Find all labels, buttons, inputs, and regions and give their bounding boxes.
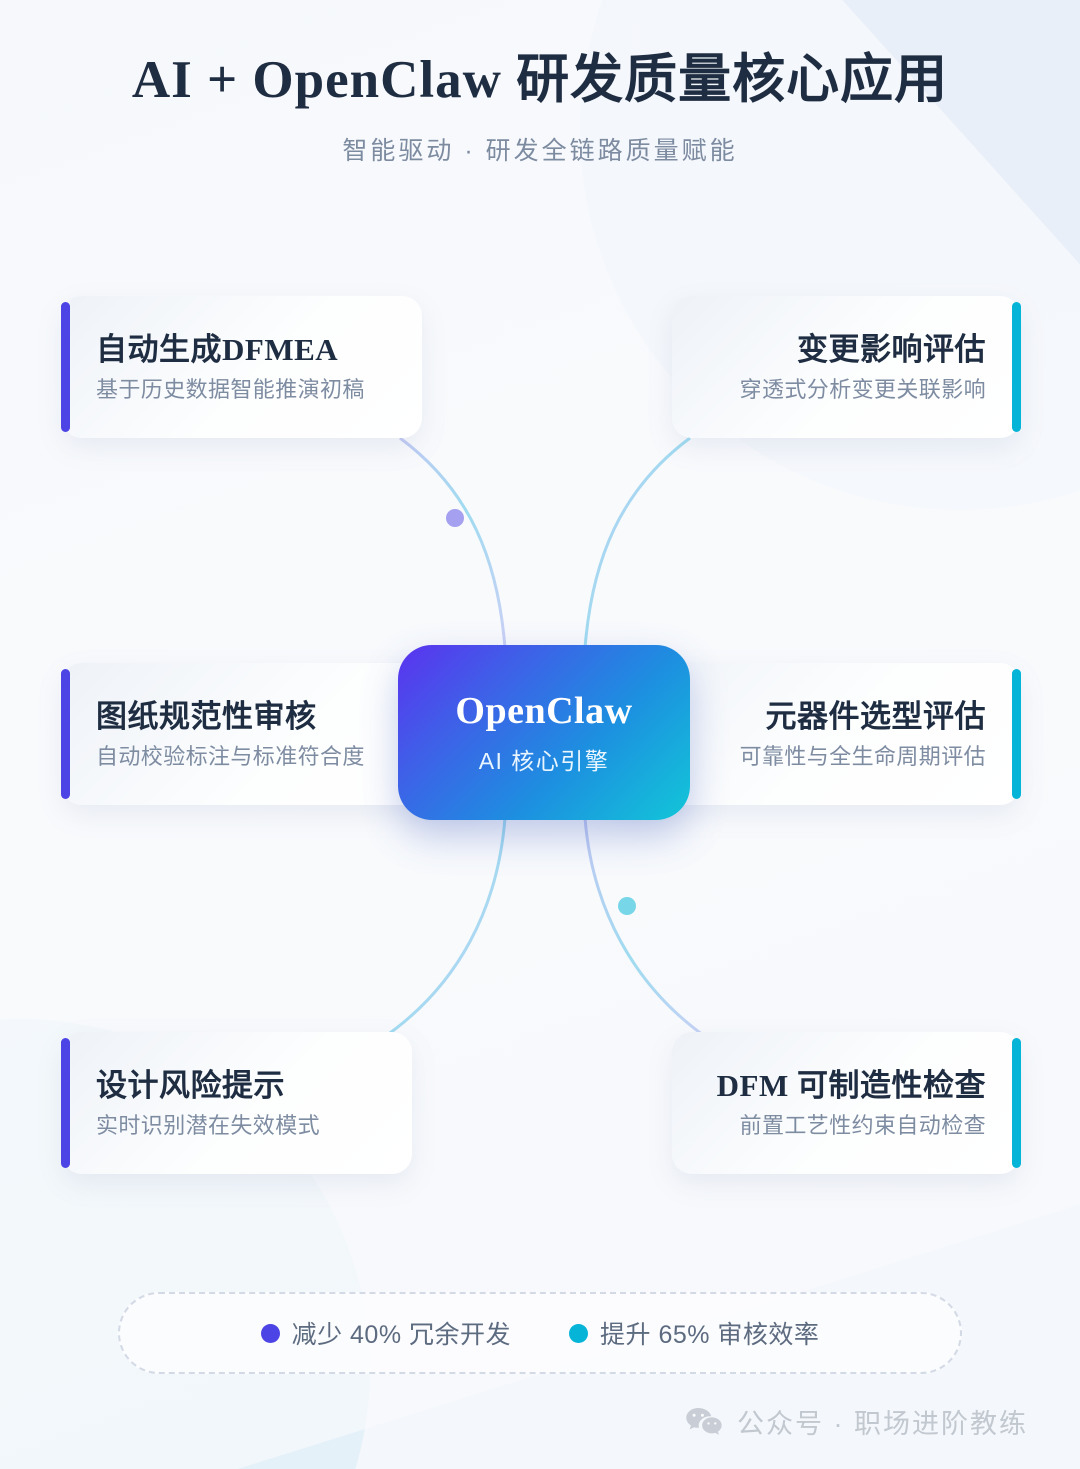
card-description: 自动校验标注与标准符合度 [96,743,365,769]
accent-bar-cyan [1012,1038,1021,1168]
card-title: DFM 可制造性检查 [716,1067,986,1103]
card-description: 实时识别潜在失效模式 [96,1112,321,1138]
page-title: AI + OpenClaw 研发质量核心应用 [131,51,949,109]
feature-card-dfm-check[interactable]: DFM 可制造性检查 前置工艺性约束自动检查 [672,1032,1021,1174]
stat-item-reduce: 减少 40% 冗余开发 [260,1315,511,1351]
accent-bar-purple [61,669,70,799]
core-engine-name: OpenClaw [455,690,633,732]
core-engine-role: AI 核心引擎 [478,748,610,774]
header: AI + OpenClaw 研发质量核心应用 智能驱动 · 研发全链路质量赋能 [0,0,1080,167]
card-title: 设计风险提示 [96,1067,285,1103]
card-description: 前置工艺性约束自动检查 [739,1112,986,1138]
card-title: 变更影响评估 [797,331,986,367]
page-subtitle: 智能驱动 · 研发全链路质量赋能 [342,136,738,165]
card-description: 基于历史数据智能推演初稿 [96,376,365,402]
feature-card-dfmea[interactable]: 自动生成DFMEA 基于历史数据智能推演初稿 [61,296,422,438]
feature-card-change-impact[interactable]: 变更影响评估 穿透式分析变更关联影响 [672,296,1021,438]
stat-label: 减少 40% 冗余开发 [291,1321,511,1349]
card-description: 可靠性与全生命周期评估 [739,743,986,769]
stat-label: 提升 65% 审核效率 [600,1321,820,1349]
footer-attribution: 公众号 · 职场进阶教练 [685,1402,1028,1441]
accent-bar-cyan [1012,669,1021,799]
stats-bar: 减少 40% 冗余开发 提升 65% 审核效率 [118,1292,962,1374]
accent-bar-cyan [1012,302,1021,432]
card-title: 元器件选型评估 [765,698,986,734]
accent-bar-purple [61,302,70,432]
connector-dot-cyan [618,897,636,915]
core-engine-node[interactable]: OpenClaw AI 核心引擎 [398,645,690,820]
stat-item-improve: 提升 65% 审核效率 [569,1315,819,1351]
card-title: 自动生成DFMEA [96,331,339,367]
card-title: 图纸规范性审核 [96,698,317,734]
card-description: 穿透式分析变更关联影响 [739,376,986,402]
wechat-icon [686,1407,722,1435]
feature-card-design-risk[interactable]: 设计风险提示 实时识别潜在失效模式 [61,1032,412,1174]
stat-dot-cyan-icon [569,1323,588,1343]
stat-dot-purple-icon [260,1323,280,1343]
footer-text: 公众号 · 职场进阶教练 [737,1409,1028,1439]
accent-bar-purple [61,1038,70,1168]
connector-dot-purple [446,509,464,527]
